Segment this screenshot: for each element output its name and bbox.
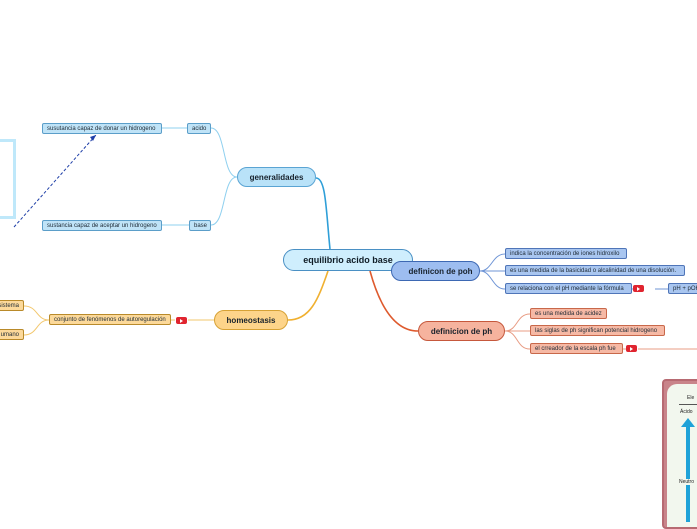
- scale-arrow: [686, 422, 690, 522]
- generalidades-node[interactable]: generalidades: [237, 167, 316, 187]
- scale-neutro-label: Neutro: [679, 479, 695, 485]
- base-definition-node[interactable]: sustancia capaz de aceptar un hidrogeno: [42, 220, 162, 231]
- acido-definition-node[interactable]: susutancia capaz de donar un hidrogeno: [42, 123, 162, 134]
- homeostasis-child-2[interactable]: umano: [0, 329, 24, 340]
- poh-item-3[interactable]: se relaciona con el pH mediante la fórmu…: [505, 283, 632, 294]
- acido-node[interactable]: acido: [187, 123, 211, 134]
- base-node[interactable]: base: [189, 220, 211, 231]
- scale-acido-label: Ácido: [680, 409, 693, 415]
- root-node[interactable]: equilibrio acido base: [283, 249, 413, 271]
- poh-item-1[interactable]: indica la concentración de iones hidroxi…: [505, 248, 627, 259]
- ph-item-2[interactable]: las siglas de ph significan potencial hi…: [530, 325, 665, 336]
- poh-formula-node[interactable]: pH + pOH: [668, 283, 697, 294]
- video-icon[interactable]: [626, 345, 637, 352]
- homeostasis-definition-node[interactable]: conjunto de fenómenos de autoregulación: [49, 314, 171, 325]
- poh-item-2[interactable]: es una medida de la basicidad o alcalini…: [505, 265, 685, 276]
- ph-item-3[interactable]: el crreador de la escala ph fue: [530, 343, 623, 354]
- embedded-image-left: [0, 139, 16, 219]
- scale-title: Ele: [687, 395, 695, 401]
- homeostasis-node[interactable]: homeostasis: [214, 310, 288, 330]
- ph-item-1[interactable]: es una medida de acidez: [530, 308, 607, 319]
- video-icon[interactable]: [633, 285, 644, 292]
- ph-scale-image: Ele Ácido Neutro: [662, 379, 697, 529]
- video-icon[interactable]: [176, 317, 187, 324]
- ph-node[interactable]: definicion de ph: [418, 321, 505, 341]
- homeostasis-child-1[interactable]: sistema: [0, 300, 24, 311]
- poh-node[interactable]: definicon de poh: [391, 261, 480, 281]
